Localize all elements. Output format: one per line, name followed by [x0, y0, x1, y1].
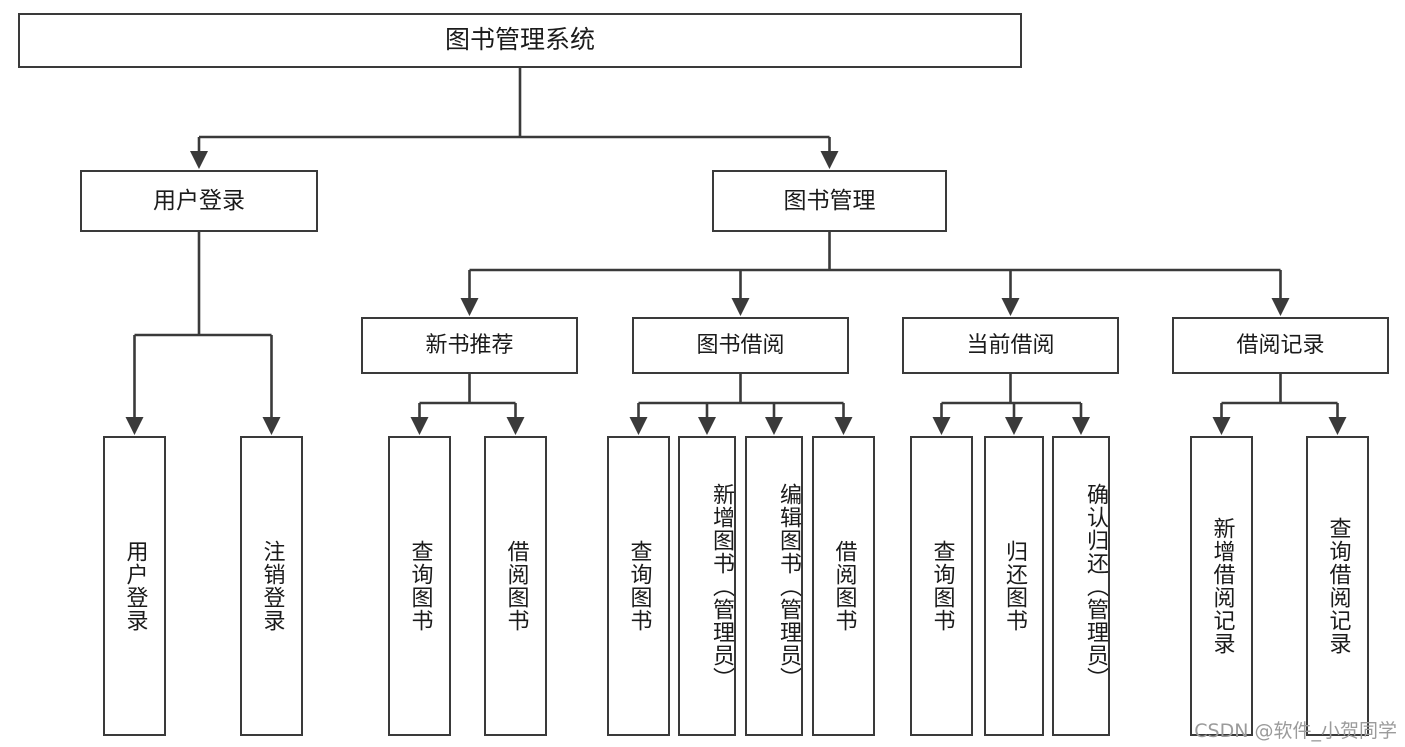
leaf-node-1[interactable]: 注销登录 — [240, 436, 303, 736]
level1-node-1[interactable]: 图书管理 — [712, 170, 947, 232]
level2-node-2[interactable]: 当前借阅 — [902, 317, 1119, 374]
node-label: 查询图书 — [626, 540, 652, 632]
node-label: 用户登录 — [122, 540, 148, 632]
leaf-node-12[interactable]: 查询借阅记录 — [1306, 436, 1369, 736]
node-label: 新增借阅记录 — [1209, 517, 1235, 655]
level1-node-0[interactable]: 用户登录 — [80, 170, 318, 232]
level2-node-3[interactable]: 借阅记录 — [1172, 317, 1389, 374]
node-label: 图书借阅 — [696, 332, 785, 358]
node-label: 查询图书 — [407, 540, 433, 632]
level2-node-1[interactable]: 图书借阅 — [632, 317, 849, 374]
level2-node-0[interactable]: 新书推荐 — [361, 317, 578, 374]
leaf-node-7[interactable]: 借阅图书 — [812, 436, 875, 736]
leaf-node-3[interactable]: 借阅图书 — [484, 436, 547, 736]
node-label: 当前借阅 — [966, 332, 1055, 358]
leaf-node-6[interactable]: 编辑图书（管理员） — [745, 436, 803, 736]
leaf-node-0[interactable]: 用户登录 — [103, 436, 166, 736]
node-label: 借阅记录 — [1236, 332, 1325, 358]
node-label: 查询图书 — [929, 540, 955, 632]
leaf-node-11[interactable]: 新增借阅记录 — [1190, 436, 1253, 736]
node-label: 图书管理 — [783, 187, 876, 214]
node-label: 注销登录 — [259, 540, 285, 632]
node-label: 借阅图书 — [831, 540, 857, 632]
leaf-node-5[interactable]: 新增图书（管理员） — [678, 436, 736, 736]
watermark: CSDN @软件_小贺同学 — [1194, 720, 1397, 742]
node-label: 查询借阅记录 — [1325, 517, 1351, 655]
leaf-node-8[interactable]: 查询图书 — [910, 436, 973, 736]
leaf-node-9[interactable]: 归还图书 — [984, 436, 1044, 736]
node-label: 确认归还（管理员） — [1083, 482, 1108, 690]
leaf-node-2[interactable]: 查询图书 — [388, 436, 451, 736]
node-label: 归还图书 — [1001, 540, 1027, 632]
leaf-node-4[interactable]: 查询图书 — [607, 436, 670, 736]
root-node-book-management-system[interactable]: 图书管理系统 — [18, 13, 1022, 68]
node-label: 新书推荐 — [425, 332, 514, 358]
node-label: 编辑图书（管理员） — [776, 482, 801, 690]
node-label: 图书管理系统 — [444, 25, 595, 55]
leaf-node-10[interactable]: 确认归还（管理员） — [1052, 436, 1110, 736]
node-label: 新增图书（管理员） — [709, 482, 734, 690]
node-label: 用户登录 — [153, 187, 245, 214]
node-label: 借阅图书 — [503, 540, 529, 632]
